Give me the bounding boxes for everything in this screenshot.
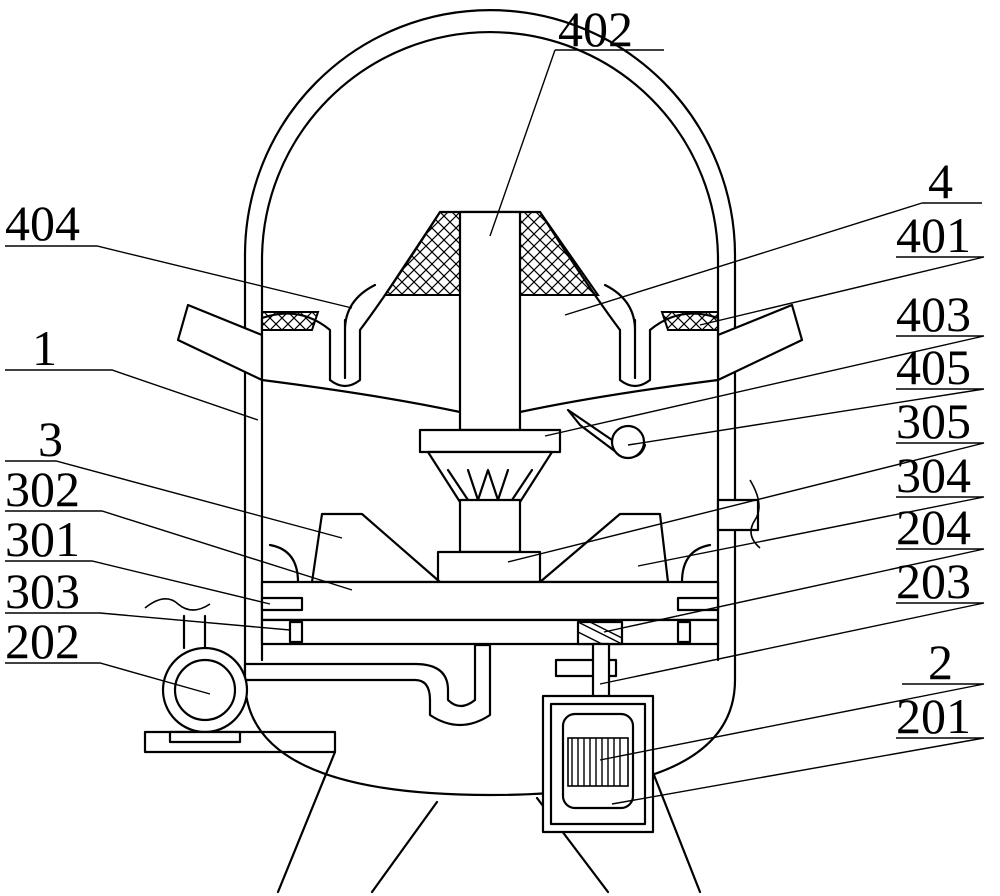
- discharge-piping: [144, 598, 492, 744]
- label-204: 204: [896, 499, 971, 555]
- side-inlet-right: [716, 479, 761, 549]
- reference-labels: 402 404 4 401 403 1 405 3 305 302 304 30…: [5, 1, 971, 744]
- collector: [418, 428, 562, 504]
- label-401: 401: [896, 207, 971, 263]
- label-4: 4: [928, 153, 953, 209]
- label-403: 403: [896, 286, 971, 342]
- label-202: 202: [5, 613, 80, 669]
- label-303: 303: [5, 563, 80, 619]
- baffles: [268, 512, 712, 584]
- label-2: 2: [928, 634, 953, 690]
- outlet-elbow: [566, 408, 647, 460]
- label-305: 305: [896, 393, 971, 449]
- label-304: 304: [896, 447, 971, 503]
- central-shaft: [458, 210, 522, 432]
- label-302: 302: [5, 461, 80, 517]
- label-201: 201: [896, 688, 971, 744]
- label-301: 301: [5, 511, 80, 567]
- vessel-body: [243, 8, 737, 797]
- tray: [260, 580, 720, 646]
- label-1: 1: [32, 320, 57, 376]
- motor-assembly: [541, 642, 655, 834]
- label-203: 203: [896, 553, 971, 609]
- lower-shaft: [458, 498, 522, 554]
- inlet-pipe-left: [176, 303, 264, 382]
- left-mesh: [261, 311, 320, 331]
- label-404: 404: [5, 195, 80, 251]
- label-3: 3: [38, 411, 63, 467]
- label-402: 402: [558, 1, 633, 57]
- hub-305: [436, 550, 542, 584]
- leader-lines: [5, 49, 985, 805]
- inlet-pipe-right: [716, 303, 804, 382]
- right-mesh: [660, 311, 719, 331]
- label-405: 405: [896, 339, 971, 395]
